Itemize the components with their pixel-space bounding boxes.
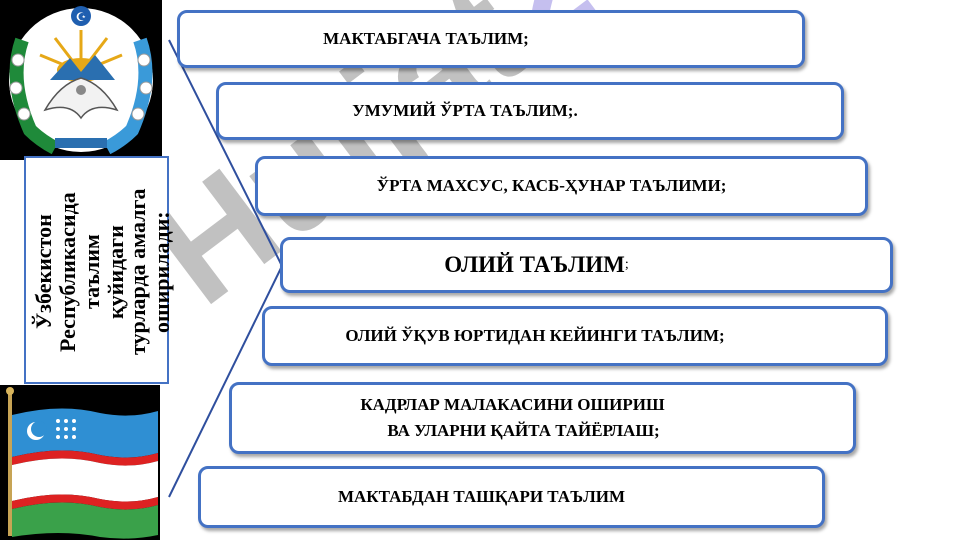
item-label: ОЛИЙ ТАЪЛИМ — [444, 252, 625, 277]
item-box-higher: ОЛИЙ ТАЪЛИМ; — [280, 237, 893, 293]
item-label: КАДРЛАР МАЛАКАСИНИ ОШИРИШ — [360, 395, 665, 414]
item-box-general-secondary: УМУМИЙ ЎРТА ТАЪЛИМ;. — [216, 82, 844, 140]
item-box-postgraduate: ОЛИЙ ЎҚУВ ЮРТИДАН КЕЙИНГИ ТАЪЛИМ; — [262, 306, 888, 366]
item-suffix: ; — [624, 257, 629, 272]
item-label: ЎРТА МАХСУС, КАСБ-ҲУНАР ТАЪЛИМИ; — [376, 176, 727, 195]
item-label: ОЛИЙ ЎҚУВ ЮРТИДАН КЕЙИНГИ ТАЪЛИМ; — [345, 326, 725, 345]
item-box-retraining: КАДРЛАР МАЛАКАСИНИ ОШИРИШ ВА УЛАРНИ ҚАЙТ… — [229, 382, 856, 454]
item-label: УМУМИЙ ЎРТА ТАЪЛИМ;. — [352, 101, 578, 120]
side-panel: Ўзбекистон Республикасида таълим қуйидаг… — [24, 156, 174, 384]
item-label: МАКТАБДАН ТАШҚАРИ ТАЪЛИМ — [337, 487, 626, 506]
connector-line-bottom — [168, 265, 283, 498]
connector-line-top — [168, 39, 283, 267]
item-box-extracurricular: МАКТАБДАН ТАШҚАРИ ТАЪЛИМ — [198, 466, 825, 528]
item-box-preschool: МАКТАБГАЧА ТАЪЛИМ; — [177, 10, 805, 68]
item-label-line2: ВА УЛАРНИ ҚАЙТА ТАЙЁРЛАШ; — [387, 421, 660, 440]
svg-text:☪: ☪ — [76, 10, 87, 24]
side-panel-text-right: турларда амалга оширилади: — [125, 188, 174, 356]
side-panel-text-left: Ўзбекистон Республикасида таълим қуйидаг… — [31, 192, 128, 352]
uzbekistan-emblem-icon: ☪ — [0, 0, 162, 160]
uzbekistan-flag-icon — [0, 385, 160, 540]
item-box-specialized-vocational: ЎРТА МАХСУС, КАСБ-ҲУНАР ТАЪЛИМИ; — [255, 156, 868, 216]
item-label: МАКТАБГАЧА ТАЪЛИМ; — [323, 29, 529, 48]
